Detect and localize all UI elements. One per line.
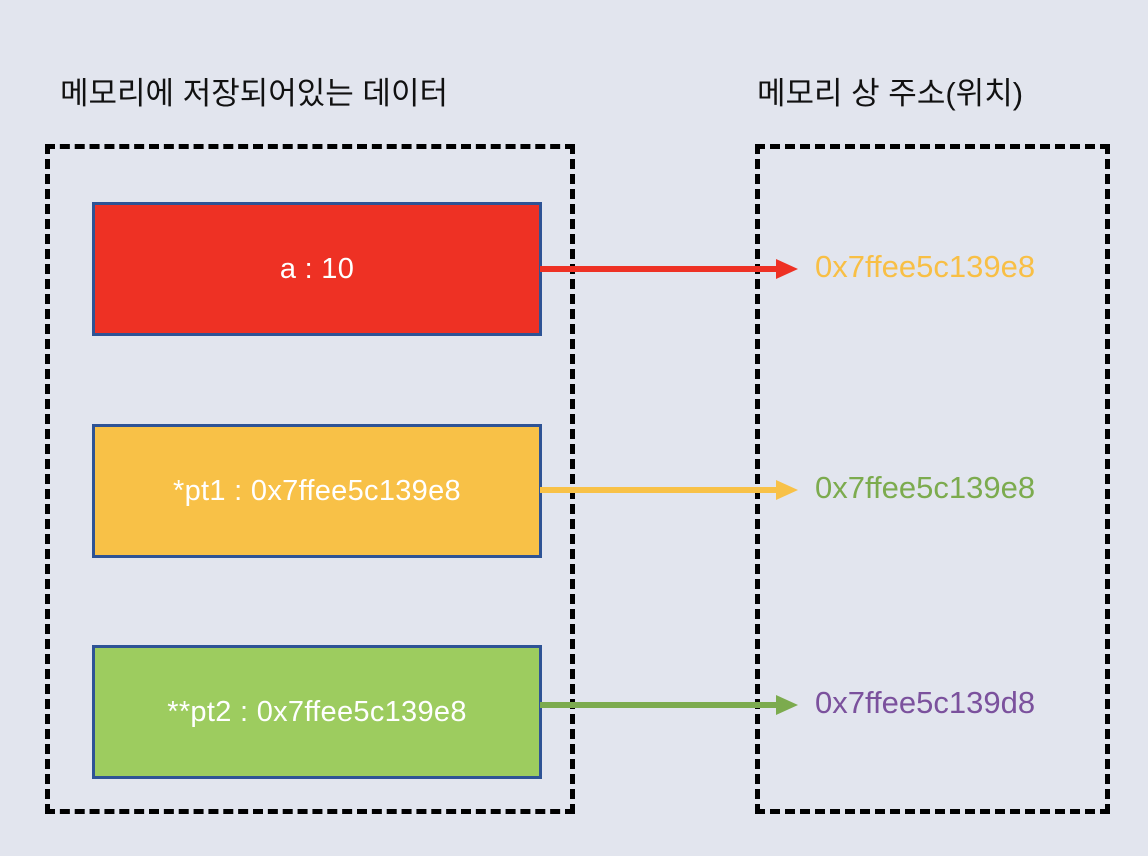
memory-address-heading: 메모리 상 주소(위치)	[757, 76, 1024, 111]
memory-box-label: *pt1 : 0x7ffee5c139e8	[173, 474, 461, 507]
arrow-pt1-to-address	[540, 480, 798, 500]
memory-box-pointer-pt2: **pt2 : 0x7ffee5c139e8	[92, 645, 542, 779]
memory-box-label: **pt2 : 0x7ffee5c139e8	[167, 695, 467, 728]
memory-data-container	[45, 144, 575, 814]
arrow-pt2-to-address	[540, 695, 798, 715]
memory-box-pointer-pt1: *pt1 : 0x7ffee5c139e8	[92, 424, 542, 558]
memory-box-variable-a: a : 10	[92, 202, 542, 336]
address-value-a: 0x7ffee5c139e8	[815, 249, 1036, 284]
arrow-a-to-address	[540, 259, 798, 279]
memory-box-label: a : 10	[279, 252, 355, 285]
address-value-pt1: 0x7ffee5c139e8	[815, 470, 1036, 505]
address-value-pt2: 0x7ffee5c139d8	[815, 685, 1036, 720]
memory-address-container	[755, 144, 1110, 814]
memory-data-heading: 메모리에 저장되어있는 데이터	[60, 76, 448, 111]
